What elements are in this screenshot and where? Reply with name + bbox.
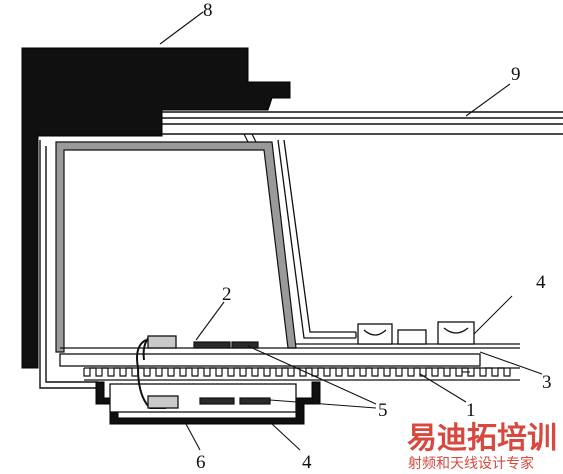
- component-8-black-block: [21, 47, 291, 369]
- component-9-plate: [162, 111, 563, 135]
- component-2-chip: [136, 335, 179, 409]
- slanted-outer-wall: [277, 139, 357, 339]
- comb-fin-teeth: [83, 367, 511, 377]
- callout-8: 8: [203, 0, 213, 21]
- callout-5: 5: [378, 400, 388, 421]
- callout-4-bottom: 4: [302, 452, 312, 473]
- component-5-dies: [193, 341, 271, 405]
- watermark-tagline: 射频和天线设计专家: [408, 455, 534, 472]
- component-1-comb-fins: [84, 367, 520, 381]
- callout-9: 9: [511, 64, 521, 85]
- callout-4-top: 4: [536, 272, 546, 293]
- callout-6: 6: [196, 452, 206, 473]
- callout-1: 1: [466, 400, 476, 421]
- outer-frame: [39, 140, 98, 389]
- component-4-pads: [357, 321, 475, 345]
- callout-2: 2: [222, 284, 232, 305]
- watermark-brand: 易迪拓培训: [407, 421, 557, 456]
- comb-fin-path: [83, 367, 511, 377]
- watermark-logo: 易迪拓培训 射频和天线设计专家: [407, 421, 557, 472]
- callout-3: 3: [542, 372, 552, 393]
- leader-lines: [159, 11, 543, 451]
- inner-cavity-wall: [55, 133, 297, 353]
